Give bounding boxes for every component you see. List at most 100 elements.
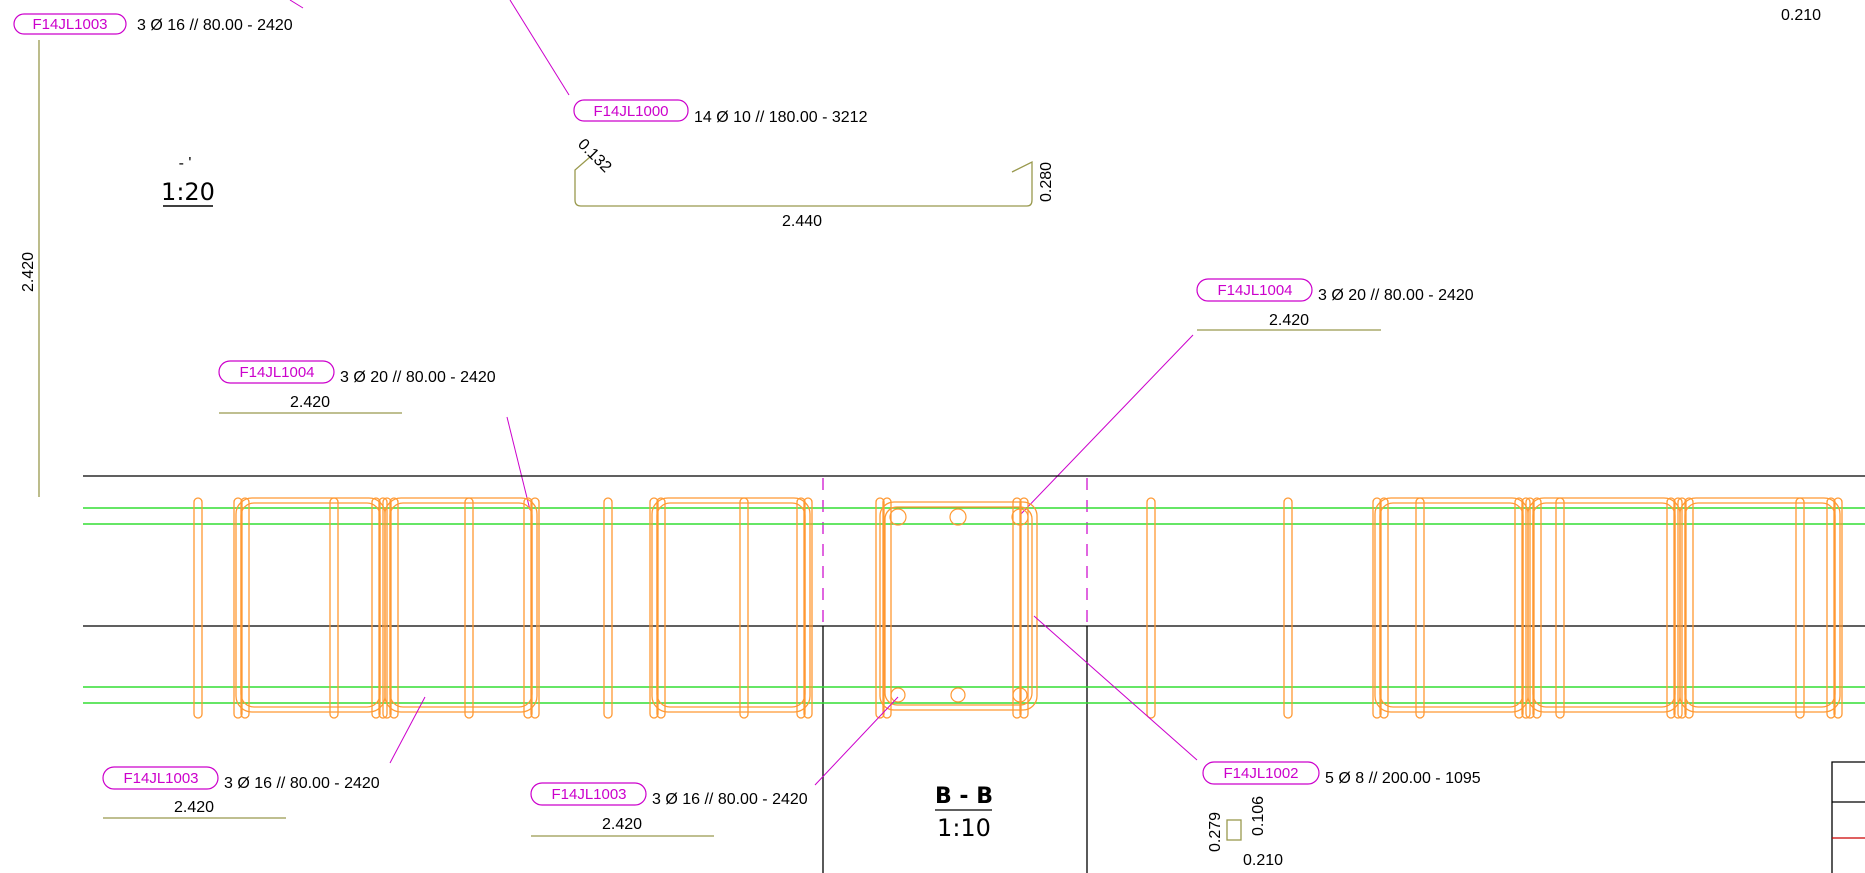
bar-width-length: 2.440 <box>782 213 822 230</box>
leader-line <box>1033 615 1198 761</box>
rebar-length: 2.420 <box>174 799 214 816</box>
stirrups <box>193 497 1843 719</box>
stirrup <box>875 497 885 719</box>
leader-line <box>389 696 426 764</box>
stirrup <box>656 502 806 708</box>
stirrup <box>464 497 474 719</box>
stirrup <box>1555 497 1565 719</box>
rebar-desc: 14 Ø 10 // 180.00 - 3212 <box>694 109 868 126</box>
tag-text: F14JL1003 <box>123 770 198 787</box>
stirrup <box>1374 497 1529 713</box>
tag-bubble <box>102 766 219 790</box>
rebar-desc: 3 Ø 16 // 80.00 - 2420 <box>224 775 380 792</box>
leader-line <box>814 696 899 786</box>
stirrup <box>235 497 386 713</box>
leader-line <box>289 0 304 9</box>
section-scale: 1:10 <box>937 814 991 842</box>
rebar-length: 2.420 <box>1269 312 1309 329</box>
rebar-length: 2.420 <box>290 394 330 411</box>
small-shape-height-2: 0.106 <box>1250 796 1267 836</box>
tag-bubble <box>530 782 647 806</box>
stirrup <box>1146 497 1156 719</box>
stirrup <box>240 502 381 708</box>
stirrup <box>233 497 243 719</box>
stirrup <box>523 497 533 719</box>
stirrup <box>389 497 399 719</box>
stirrup <box>1679 497 1841 713</box>
bar-shape-f14jl1000 <box>574 156 1033 207</box>
rebar-label-f14jl1002[interactable]: F14JL1002 5 Ø 8 // 200.00 - 1095 <box>1202 761 1481 787</box>
rebar-label-f14jl1004-left[interactable]: F14JL1004 3 Ø 20 // 80.00 - 2420 2.420 <box>218 360 496 414</box>
scale-main: 1:20 <box>161 178 215 206</box>
stirrup <box>1684 502 1836 708</box>
stirrup <box>1012 497 1022 719</box>
rebar-label-f14jl1004-right[interactable]: F14JL1004 3 Ø 20 // 80.00 - 2420 2.420 <box>1196 278 1474 331</box>
bar-hook-length: 0.132 <box>574 136 614 176</box>
rebar-label-f14jl1003-bottom-middle[interactable]: F14JL1003 3 Ø 16 // 80.00 - 2420 2.420 <box>530 782 808 837</box>
small-stirrup-shape <box>1226 819 1242 841</box>
stirrup <box>1415 497 1425 719</box>
stirrup <box>1666 497 1676 719</box>
rebar-desc: 5 Ø 8 // 200.00 - 1095 <box>1325 770 1481 787</box>
vertical-bar-length: 2.420 <box>20 252 37 292</box>
longitudinal-bars <box>83 507 1865 704</box>
rebar-label-f14jl1000[interactable]: F14JL1000 14 Ø 10 // 180.00 - 3212 <box>573 99 868 126</box>
stirrup <box>796 497 806 719</box>
stirrup <box>1514 497 1524 719</box>
stirrup <box>1795 497 1805 719</box>
stirrup <box>1532 502 1676 708</box>
stirrup <box>329 497 339 719</box>
rebar-desc: 3 Ø 16 // 80.00 - 2420 <box>652 791 808 808</box>
stirrup <box>1019 497 1029 719</box>
stirrup <box>1525 497 1535 719</box>
leader-line <box>509 0 570 96</box>
scale-mark: - ' <box>179 155 192 172</box>
stirrup <box>1372 497 1382 719</box>
leader-line <box>1019 334 1194 516</box>
tag-text: F14JL1003 <box>551 786 626 803</box>
stirrup <box>1826 497 1836 719</box>
rebar-desc: 3 Ø 16 // 80.00 - 2420 <box>137 17 293 34</box>
tag-text: F14JL1004 <box>239 364 314 381</box>
stirrup <box>1379 502 1524 708</box>
rebar-label-f14jl1003-top[interactable]: F14JL1003 3 Ø 16 // 80.00 - 2420 <box>13 13 293 35</box>
stirrup <box>651 497 811 713</box>
stirrup <box>1833 497 1843 719</box>
stirrup <box>1283 497 1293 719</box>
stirrup <box>382 497 392 719</box>
bar-height-length: 0.280 <box>1038 162 1055 202</box>
rebar-length: 2.420 <box>602 816 642 833</box>
top-right-dimension: 0.210 <box>1781 7 1821 24</box>
tag-text: F14JL1003 <box>32 16 107 33</box>
tag-bubble <box>1202 761 1320 785</box>
stirrup <box>240 497 250 719</box>
stirrup <box>1379 497 1389 719</box>
stirrup <box>1532 497 1542 719</box>
title-block-fragment <box>1831 761 1865 873</box>
section-cut-marks <box>822 478 1088 625</box>
stirrup <box>739 497 749 719</box>
stirrup <box>1677 497 1687 719</box>
tag-text: F14JL1000 <box>593 103 668 120</box>
stirrup <box>530 497 540 719</box>
stirrup <box>384 497 538 713</box>
rebar-label-f14jl1003-bottom-left[interactable]: F14JL1003 3 Ø 16 // 80.00 - 2420 2.420 <box>102 766 380 819</box>
stirrup <box>1521 497 1531 719</box>
stirrup <box>603 497 613 719</box>
tag-bubble <box>1196 278 1313 302</box>
tag-text: F14JL1002 <box>1223 765 1298 782</box>
stirrup <box>649 497 659 719</box>
tag-text: F14JL1004 <box>1217 282 1292 299</box>
stirrup <box>882 497 892 719</box>
stirrup <box>803 497 813 719</box>
tag-bubble <box>13 13 127 35</box>
small-shape-width: 0.210 <box>1243 852 1283 869</box>
section-title: B - B <box>935 784 993 809</box>
stirrup <box>389 502 533 708</box>
leader-line <box>506 416 531 511</box>
stirrup <box>1673 497 1683 719</box>
section-bb-detail <box>879 501 1038 711</box>
stirrup <box>193 497 203 719</box>
stirrup <box>656 497 666 719</box>
